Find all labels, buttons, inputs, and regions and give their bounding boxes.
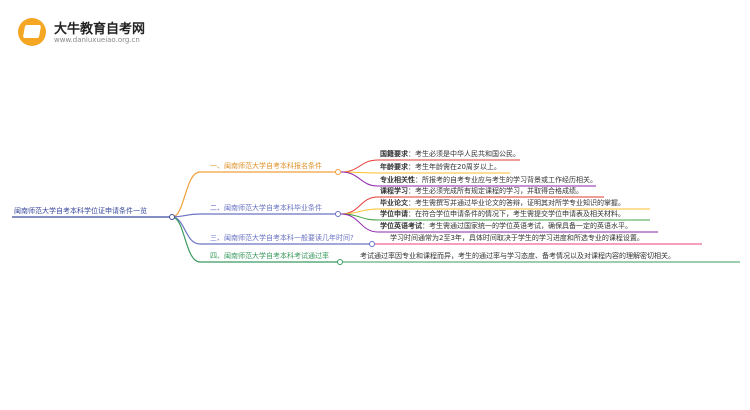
branch-2-node — [335, 211, 341, 217]
leaf-text: ：考生必须完成所有规定课程的学习，并取得合格成绩。 — [408, 187, 583, 195]
leaf-key: 学位英语考试 — [380, 222, 422, 230]
branch-3-label: 三、闽南师范大学自考本科一般要读几年时间? — [210, 234, 354, 242]
leaf-1-3: 专业相关性：所报考的自考专业应与考生的学习背景或工作经历相关。 — [380, 176, 597, 185]
root-label: 闽南师范大学自考本科学位证申请条件一览 — [14, 207, 147, 215]
branch-4-label: 四、闽南师范大学自考本科考试通过率 — [210, 252, 329, 260]
leaf-key: 国籍要求 — [380, 150, 408, 158]
connector-branch-2 — [171, 213, 338, 218]
leaf-4-1: 考试通过率因专业和课程而异，考生的通过率与学习态度、备考情况以及对课程内容的理解… — [360, 252, 675, 260]
connector-branch-1 — [171, 171, 338, 218]
branch-4-node — [337, 259, 343, 265]
root-node — [169, 214, 175, 220]
leaf-1-1: 国籍要求：考生必须是中华人民共和国公民。 — [380, 150, 520, 159]
leaf-text: ：考生必须是中华人民共和国公民。 — [408, 150, 520, 158]
brand-logo-icon — [18, 18, 46, 46]
leaf-text: ：所报考的自考专业应与考生的学习背景或工作经历相关。 — [415, 176, 597, 184]
connector-branch-4 — [171, 216, 340, 263]
leaf-text: ：在符合学位申请条件的情况下，考生需提交学位申请表及相关材料。 — [408, 210, 625, 218]
leaf-key: 年龄要求 — [380, 163, 408, 171]
leaf-3-1: 学习时间通常为2至3年，具体时间取决于学生的学习进度和所选专业的课程设置。 — [390, 234, 644, 242]
connector-leaf-1-3 — [340, 171, 596, 187]
leaf-text: ：考生需通过国家统一的学位英语考试，确保具备一定的英语水平。 — [422, 222, 632, 230]
leaf-2-2: 毕业论文：考生需撰写并通过毕业论文的答辩，证明其对所学专业知识的掌握。 — [380, 199, 625, 208]
connector-leaf-1-2 — [340, 171, 510, 174]
leaf-key: 课程学习 — [380, 187, 408, 195]
branch-1-label: 一、闽南师范大学自考本科报名条件 — [210, 162, 322, 170]
leaf-1-2: 年龄要求：考生年龄需在20周岁以上。 — [380, 163, 501, 172]
leaf-text: ：考生年龄需在20周岁以上。 — [408, 163, 501, 171]
connector-leaf-2-4 — [340, 213, 658, 233]
branch-1-node — [335, 169, 341, 175]
branch-2-label: 二、闽南师范大学自考本科毕业条件 — [210, 204, 322, 212]
brand-url: www.daniuxueiao.org.cn — [54, 36, 140, 44]
branch-3-node — [369, 241, 375, 247]
leaf-key: 毕业论文 — [380, 199, 408, 207]
brand-title: 大牛教育自考网 — [54, 22, 146, 37]
leaf-key: 学位申请 — [380, 210, 408, 218]
leaf-2-1: 课程学习：考生必须完成所有规定课程的学习，并取得合格成绩。 — [380, 187, 583, 196]
leaf-2-3: 学位申请：在符合学位申请条件的情况下，考生需提交学位申请表及相关材料。 — [380, 210, 625, 219]
leaf-text: ：考生需撰写并通过毕业论文的答辩，证明其对所学专业知识的掌握。 — [408, 199, 625, 207]
leaf-key: 专业相关性 — [380, 176, 415, 184]
leaf-2-4: 学位英语考试：考生需通过国家统一的学位英语考试，确保具备一定的英语水平。 — [380, 222, 632, 231]
